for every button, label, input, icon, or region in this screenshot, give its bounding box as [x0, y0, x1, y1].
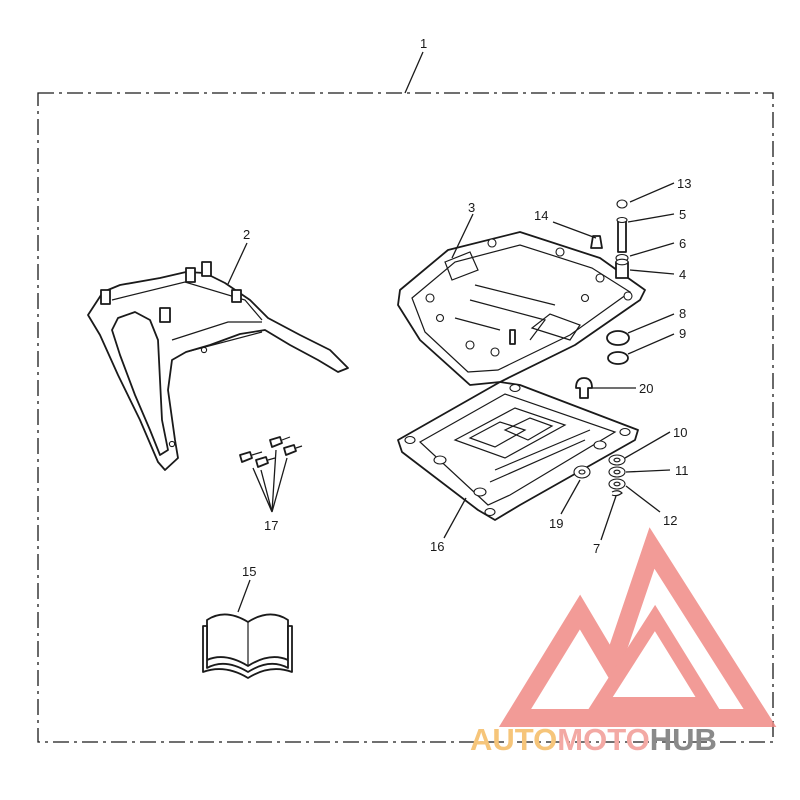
callout-14: 14 — [534, 208, 548, 223]
callout-12: 12 — [663, 513, 677, 528]
callout-19: 19 — [549, 516, 563, 531]
svg-text:AUTOMOTOHUB: AUTOMOTOHUB — [470, 722, 717, 757]
callout-15: 15 — [242, 564, 256, 579]
callout-20: 20 — [639, 381, 653, 396]
watermark-logo-mark — [498, 527, 777, 727]
callout-4: 4 — [679, 267, 686, 282]
part-16-lower-plate — [397, 381, 639, 521]
callout-2: 2 — [243, 227, 250, 242]
part-15-manual — [202, 613, 293, 679]
callout-3: 3 — [468, 200, 475, 215]
part-3-top-plate — [397, 231, 646, 386]
callout-7: 7 — [593, 541, 600, 556]
callout-17: 17 — [264, 518, 278, 533]
callout-16: 16 — [430, 539, 444, 554]
watermark-brand-text: AUTOMOTOHUB — [470, 722, 717, 757]
hardware-items — [239, 199, 630, 497]
callout-1: 1 — [420, 36, 427, 51]
leader-lines — [227, 51, 675, 613]
callout-8: 8 — [679, 306, 686, 321]
callout-11: 11 — [675, 463, 689, 478]
part-2-carrier-rack — [87, 261, 349, 471]
callout-6: 6 — [679, 236, 686, 251]
watermark-moto: MOTO — [557, 722, 649, 757]
watermark-auto: AUTO — [470, 722, 557, 757]
callout-13: 13 — [677, 176, 691, 191]
callout-numbers: 1 2 3 4 5 6 7 8 9 10 11 12 13 14 15 16 1… — [242, 36, 691, 579]
watermark-hub: HUB — [650, 722, 717, 757]
callout-9: 9 — [679, 326, 686, 341]
kit-boundary — [37, 92, 774, 743]
callout-5: 5 — [679, 207, 686, 222]
callout-10: 10 — [673, 425, 687, 440]
